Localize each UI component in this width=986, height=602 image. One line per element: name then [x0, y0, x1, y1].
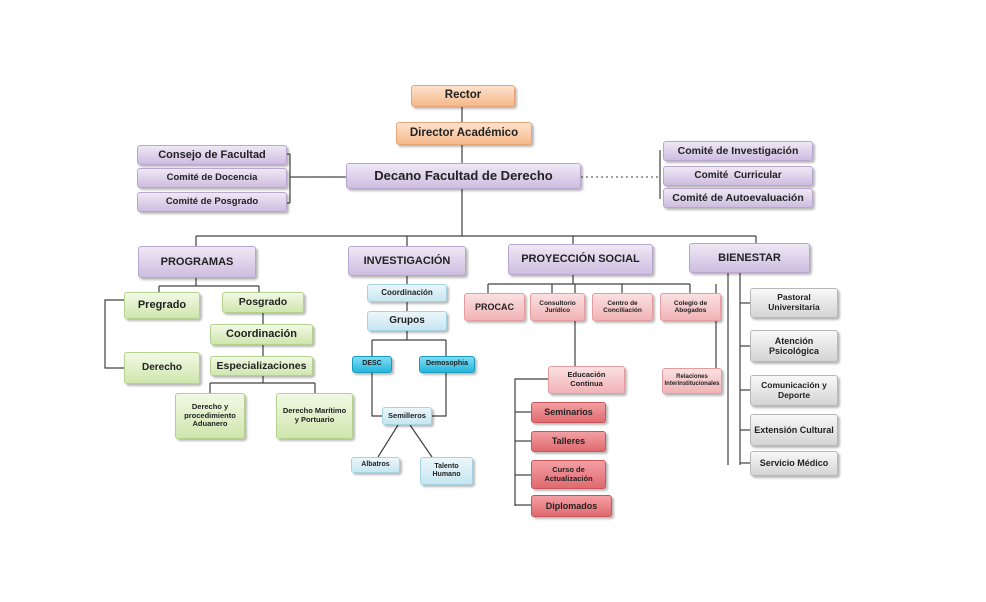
node-pregrado: Pregrado: [124, 292, 200, 319]
node-comite-autoevaluacion: Comité de Autoevaluación: [663, 188, 813, 208]
node-curso-actualizacion: Curso de Actualización: [531, 460, 606, 489]
node-relaciones-interinstitucionales: Relaciones Interinstitucionales: [662, 368, 722, 394]
node-derecho-aduanero: Derecho y procedimiento Aduanero: [175, 393, 245, 439]
node-servicio-medico: Servicio Médico: [750, 451, 838, 476]
node-atencion-psicologica: Atención Psicológica: [750, 330, 838, 362]
node-centro-conciliacion: Centro de Conciliación: [592, 293, 653, 321]
node-demosophia: Demosophia: [419, 356, 475, 373]
node-comite-curricular: Comité Curricular: [663, 166, 813, 186]
node-semilleros: Semilleros: [382, 407, 432, 425]
node-diplomados: Diplomados: [531, 495, 612, 517]
node-colegio-abogados: Colegio de Abogados: [660, 293, 721, 321]
node-procac: PROCAC: [464, 293, 525, 321]
node-desc: DESC: [352, 356, 392, 373]
node-consultorio-juridico: Consultorio Jurídico: [530, 293, 585, 321]
node-decano: Decano Facultad de Derecho: [346, 163, 581, 189]
node-talleres: Talleres: [531, 431, 606, 452]
node-especializaciones: Especializaciones: [210, 356, 313, 376]
node-comite-docencia: Comité de Docencia: [137, 168, 287, 188]
node-comunicacion-deporte: Comunicación y Deporte: [750, 375, 838, 406]
node-grupos: Grupos: [367, 311, 447, 331]
node-programas: PROGRAMAS: [138, 246, 256, 278]
node-coordinacion-programas: Coordinación: [210, 324, 313, 345]
node-consejo-facultad: Consejo de Facultad: [137, 145, 287, 165]
node-bienestar: BIENESTAR: [689, 243, 810, 273]
node-director-academico: Director Académico: [396, 122, 532, 145]
node-comite-investigacion: Comité de Investigación: [663, 141, 813, 161]
node-derecho-maritimo: Derecho Marítimo y Portuario: [276, 393, 353, 439]
node-proyeccion-social: PROYECCIÓN SOCIAL: [508, 244, 653, 275]
node-albatros: Albatros: [351, 457, 400, 473]
node-comite-posgrado: Comité de Posgrado: [137, 192, 287, 212]
node-educacion-continua: Educación Continua: [548, 366, 625, 394]
node-coordinacion-investigacion: Coordinación: [367, 284, 447, 302]
node-pastoral-universitaria: Pastoral Universitaria: [750, 288, 838, 318]
node-posgrado: Posgrado: [222, 292, 304, 313]
node-derecho: Derecho: [124, 352, 200, 384]
node-rector: Rector: [411, 85, 515, 107]
node-talento-humano: Talento Humano: [420, 457, 473, 485]
node-investigacion: INVESTIGACIÓN: [348, 246, 466, 276]
node-seminarios: Seminarios: [531, 402, 606, 423]
node-extension-cultural: Extensión Cultural: [750, 414, 838, 446]
